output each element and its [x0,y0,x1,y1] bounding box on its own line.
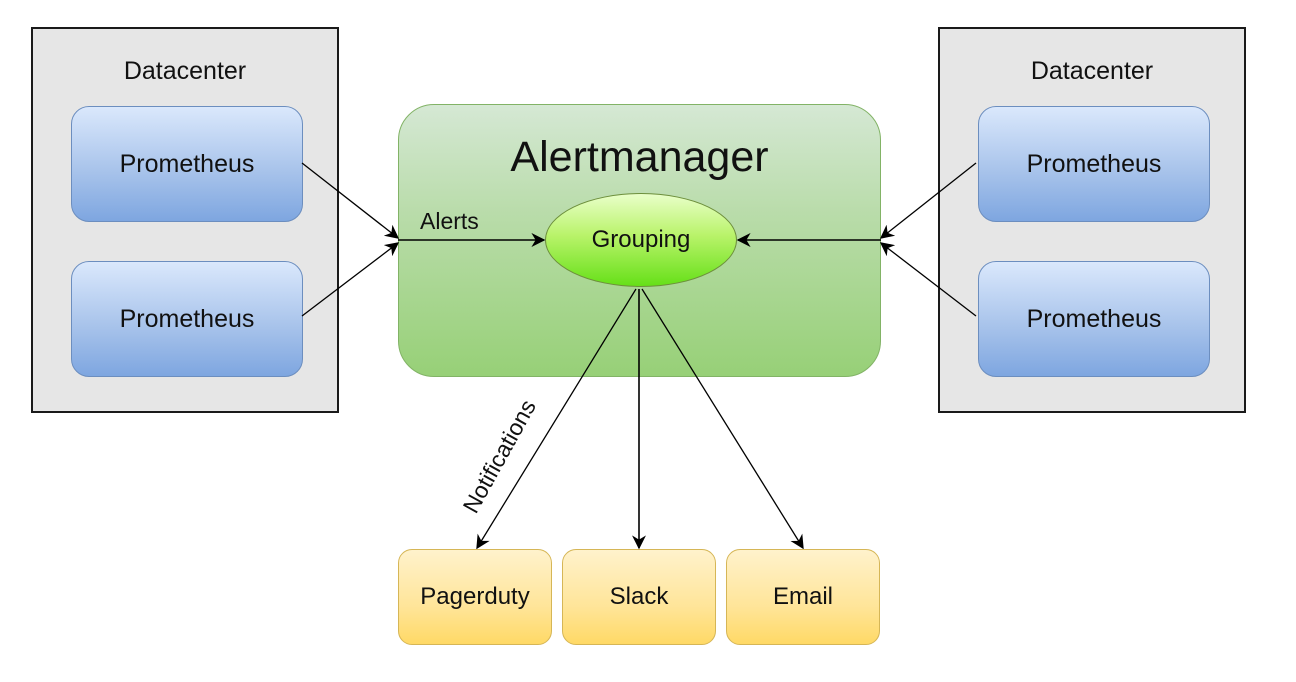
left-prometheus-2[interactable]: Prometheus [71,261,303,377]
receiver-slack[interactable]: Slack [562,549,716,645]
grouping-node[interactable]: Grouping [545,193,737,287]
receiver-email[interactable]: Email [726,549,880,645]
right-prometheus-1[interactable]: Prometheus [978,106,1210,222]
right-prometheus-2[interactable]: Prometheus [978,261,1210,377]
right-datacenter-title: Datacenter [1030,57,1154,85]
left-datacenter-title: Datacenter [123,57,247,85]
left-prometheus-1[interactable]: Prometheus [71,106,303,222]
left-datacenter: Datacenter Prometheus Prometheus [31,27,339,413]
alerts-edge-label: Alerts [420,208,479,234]
alertmanager-title: Alertmanager [510,133,769,181]
notifications-edge-label: Notifications [457,395,541,518]
right-datacenter: Datacenter Prometheus Prometheus [938,27,1246,413]
receiver-pagerduty[interactable]: Pagerduty [398,549,552,645]
